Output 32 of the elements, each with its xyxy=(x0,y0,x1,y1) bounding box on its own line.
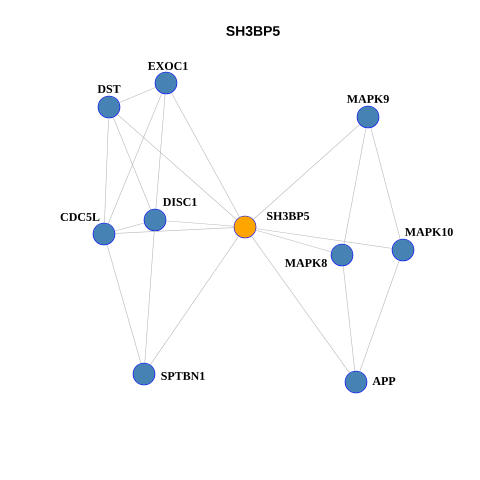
edge-line xyxy=(156,94,166,210)
edge-line xyxy=(370,128,400,240)
node-label: SH3BP5 xyxy=(267,212,310,220)
edge-line xyxy=(104,118,109,223)
chart-title: SH3BP5 xyxy=(226,26,280,36)
edge-line xyxy=(114,222,144,232)
edge-line xyxy=(115,227,234,234)
edge-line xyxy=(119,87,156,103)
edge-line xyxy=(171,92,240,218)
edge-line xyxy=(144,230,154,364)
edge-line xyxy=(253,124,360,220)
node-label: APP xyxy=(372,377,396,385)
node-label: SPTBN1 xyxy=(161,372,205,380)
edge-line xyxy=(251,236,350,374)
edge-line xyxy=(117,114,237,220)
node-label: DST xyxy=(98,84,120,93)
edge-line xyxy=(342,266,356,372)
node-label: EXOC1 xyxy=(148,62,188,70)
edge-line xyxy=(360,260,400,372)
node-label: DISC1 xyxy=(162,198,197,206)
edge-line xyxy=(256,228,392,249)
edge-line xyxy=(256,230,332,252)
edge-line xyxy=(166,220,234,226)
node-label: CDC5L xyxy=(60,212,100,221)
edge-line xyxy=(108,93,162,224)
node-label: MAPK9 xyxy=(346,94,389,103)
edge-line xyxy=(150,236,239,365)
node-label: MAPK10 xyxy=(404,228,453,236)
node-label: MAPK8 xyxy=(284,258,327,268)
edge-line xyxy=(344,128,366,244)
edge-line xyxy=(106,244,142,364)
edge-line xyxy=(112,117,152,210)
